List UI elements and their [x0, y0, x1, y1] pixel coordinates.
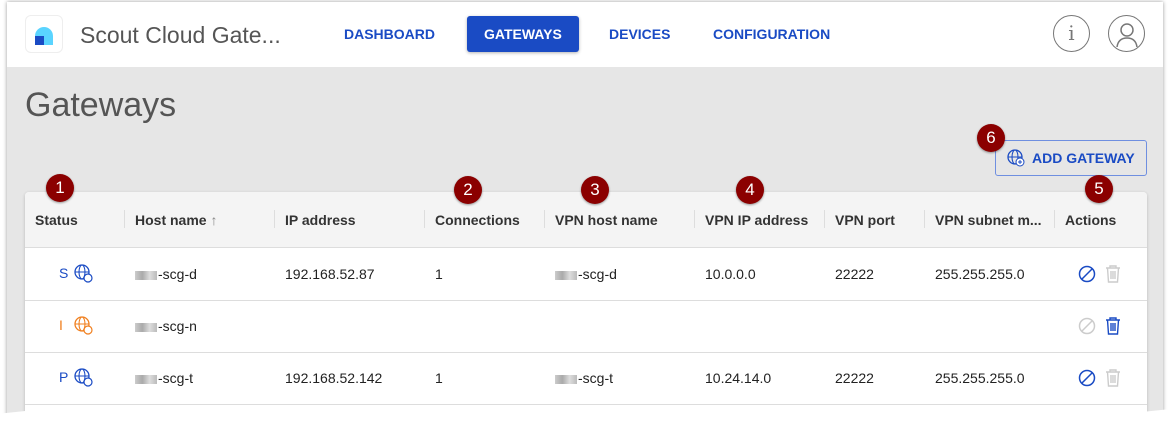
status-letter: I	[59, 317, 63, 333]
callout-badge-4: 4	[736, 176, 764, 204]
page-title: Gateways	[25, 86, 177, 124]
info-icon[interactable]: i	[1053, 15, 1090, 52]
globe-plus-icon	[1007, 149, 1025, 167]
col-vpn-host-name[interactable]: VPN host name	[555, 212, 658, 228]
nav-configuration[interactable]: CONFIGURATION	[713, 26, 831, 42]
table-row[interactable]: P -scg-t 192.168.52.142 1 -scg-t 10.24.1…	[25, 353, 1147, 405]
globe-status-icon	[74, 368, 93, 387]
col-status[interactable]: Status	[35, 212, 78, 228]
nav-dashboard[interactable]: DASHBOARD	[344, 26, 435, 42]
connections: 1	[435, 370, 443, 386]
callout-badge-6: 6	[977, 124, 1005, 152]
disable-icon[interactable]	[1078, 369, 1096, 387]
add-gateway-button[interactable]: ADD GATEWAY	[995, 140, 1147, 176]
status-letter: P	[59, 369, 69, 385]
nav-gateways[interactable]: GATEWAYS	[467, 16, 579, 52]
vpn-subnet-mask: 255.255.255.0	[935, 266, 1025, 282]
disable-icon[interactable]	[1078, 265, 1096, 283]
vpn-port: 22222	[835, 370, 874, 386]
ip-address: 192.168.52.87	[285, 266, 375, 282]
trash-icon[interactable]	[1104, 264, 1122, 283]
app-logo[interactable]	[25, 15, 63, 53]
trash-icon[interactable]	[1104, 368, 1122, 387]
vpn-subnet-mask: 255.255.255.0	[935, 370, 1025, 386]
col-host-name[interactable]: Host name ↑	[135, 212, 218, 228]
col-connections[interactable]: Connections	[435, 212, 520, 228]
ip-address: 192.168.52.142	[285, 370, 383, 386]
nav-devices[interactable]: DEVICES	[609, 26, 671, 42]
trash-icon[interactable]	[1104, 316, 1122, 335]
col-vpn-subnet[interactable]: VPN subnet m...	[935, 212, 1042, 228]
table-row[interactable]: S -scg-d 192.168.52.87 1 -scg-d 10.0.0.0…	[25, 249, 1147, 301]
vpn-host-name: -scg-t	[555, 370, 613, 386]
host-name: -scg-t	[135, 370, 193, 386]
col-vpn-port[interactable]: VPN port	[835, 212, 895, 228]
col-vpn-ip-address[interactable]: VPN IP address	[705, 212, 809, 228]
col-ip-address[interactable]: IP address	[285, 212, 356, 228]
add-gateway-label: ADD GATEWAY	[1032, 150, 1135, 166]
vpn-host-name: -scg-d	[555, 266, 617, 282]
app-title: Scout Cloud Gate...	[80, 22, 281, 48]
connections: 1	[435, 266, 443, 282]
status-letter: S	[59, 265, 69, 281]
gateways-table: Status Host name ↑ IP address Connection…	[25, 192, 1147, 418]
user-avatar-icon[interactable]	[1108, 15, 1145, 52]
callout-badge-2: 2	[454, 176, 482, 204]
vpn-ip-address: 10.0.0.0	[705, 266, 756, 282]
top-bar: Scout Cloud Gate... DASHBOARD GATEWAYS D…	[7, 2, 1163, 67]
host-name: -scg-n	[135, 318, 197, 334]
callout-badge-3: 3	[581, 176, 609, 204]
globe-status-icon	[74, 264, 93, 283]
col-actions: Actions	[1065, 212, 1117, 228]
vpn-ip-address: 10.24.14.0	[705, 370, 772, 386]
host-name: -scg-d	[135, 266, 197, 282]
callout-badge-5: 5	[1085, 175, 1113, 203]
app-window: Scout Cloud Gate... DASHBOARD GATEWAYS D…	[7, 2, 1163, 418]
globe-status-icon	[74, 316, 93, 335]
sort-asc-icon: ↑	[210, 212, 218, 228]
disable-icon[interactable]	[1078, 317, 1096, 335]
table-row[interactable]: I -scg-n	[25, 301, 1147, 353]
vpn-port: 22222	[835, 266, 874, 282]
callout-badge-1: 1	[46, 174, 74, 202]
